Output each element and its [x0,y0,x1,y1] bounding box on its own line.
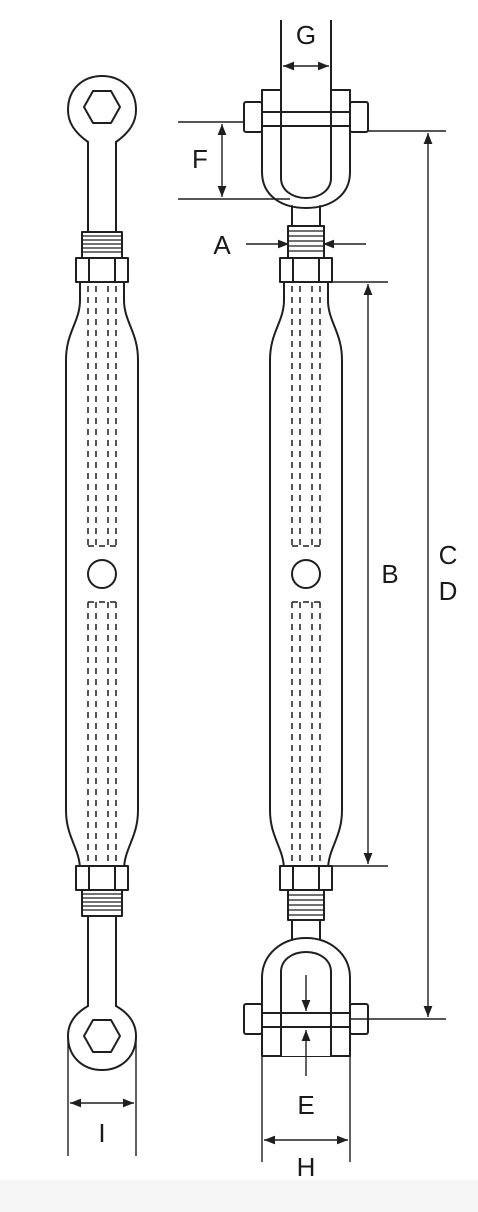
dimension-label-b: B [381,559,398,589]
dimension-label-d: D [439,576,458,606]
top-nut-left [75,257,129,283]
right-view-turnbuckle: G F A B C D [178,20,457,1180]
top-eye-end [67,75,137,233]
top-jaw-end [243,20,369,233]
dimension-label-a: A [213,230,231,260]
dimension-i: I [67,1036,137,1156]
dimension-label-i: I [98,1118,105,1148]
body-left [65,281,139,871]
hex-socket-top [83,90,121,124]
dimension-label-h: H [297,1152,316,1180]
dimension-a: A [213,230,366,260]
left-view-turnbuckle: I [65,75,139,1156]
pin-head-bottom-left [243,1003,263,1035]
body-right [269,281,343,871]
hex-socket-bottom [83,1019,121,1053]
top-thread-right [287,225,325,259]
top-nut-right [279,257,333,283]
dimension-label-f: F [192,144,208,174]
dimension-h: H [261,1056,351,1180]
dimension-f: F [178,121,290,200]
center-hole-left [87,559,117,589]
dimension-c-d: C D [350,130,458,1020]
dimension-label-e: E [297,1090,314,1120]
diagram-canvas: I [65,20,457,1180]
dimension-g: G [283,20,329,71]
footer-band [0,1180,478,1212]
bottom-nut-right [279,865,333,891]
pin-head-top-left [243,101,263,133]
dimension-b: B [332,281,399,867]
bottom-thread-right [287,889,325,941]
bottom-thread-left [81,889,123,917]
pin-head-top-right [349,101,369,133]
dimension-label-g: G [296,20,316,50]
dimension-e: E [297,975,315,1120]
bottom-nut-left [75,865,129,891]
top-thread-left [81,231,123,259]
dimension-label-c: C [439,540,458,570]
center-hole-right [291,559,321,589]
bottom-eye-end [67,915,137,1071]
